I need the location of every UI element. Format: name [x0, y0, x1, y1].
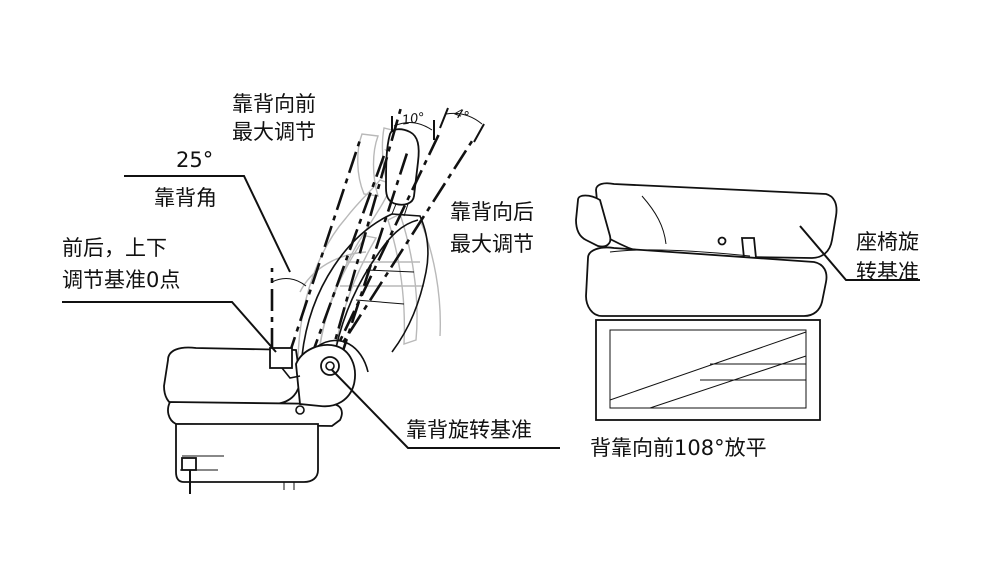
seat-side-view [62, 103, 560, 494]
backrest-frame [301, 213, 429, 357]
label-backrest-backward-max-line2: 最大调节 [450, 232, 534, 256]
label-angle-10: 10° [401, 110, 426, 129]
label-backrest-rotation-reference: 靠背旋转基准 [406, 418, 532, 442]
seat-base [175, 405, 319, 494]
seat-cushion [163, 346, 343, 427]
label-backrest-forward-max-line1: 靠背向前 [232, 92, 316, 116]
angle-arc-25 [271, 278, 307, 287]
label-backrest-backward-max-line1: 靠背向后 [450, 200, 534, 224]
label-reference-zero-line1: 前后，上下 [62, 236, 167, 260]
leader-seat-rotation [799, 225, 920, 281]
seat-folded-view [575, 182, 920, 421]
label-backrest-angle: 靠背角 [154, 186, 217, 210]
recliner-mechanism [269, 339, 369, 408]
leader-reference-zero [62, 301, 277, 353]
backrest-ghost-outlines [297, 127, 442, 363]
label-reference-zero-line2: 调节基准0点 [62, 268, 181, 292]
label-backrest-forward-max-line2: 最大调节 [232, 120, 316, 144]
label-seat-rotation-line2: 转基准 [856, 260, 919, 284]
label-backrest-angle-value: 25° [176, 148, 214, 172]
label-fold-flat-caption: 背靠向前108°放平 [590, 436, 767, 460]
leader-backrest-angle [124, 175, 291, 273]
top-angle-indicators [391, 107, 485, 143]
leader-rotation-reference [331, 369, 560, 449]
label-seat-rotation-line1: 座椅旋 [856, 230, 919, 254]
